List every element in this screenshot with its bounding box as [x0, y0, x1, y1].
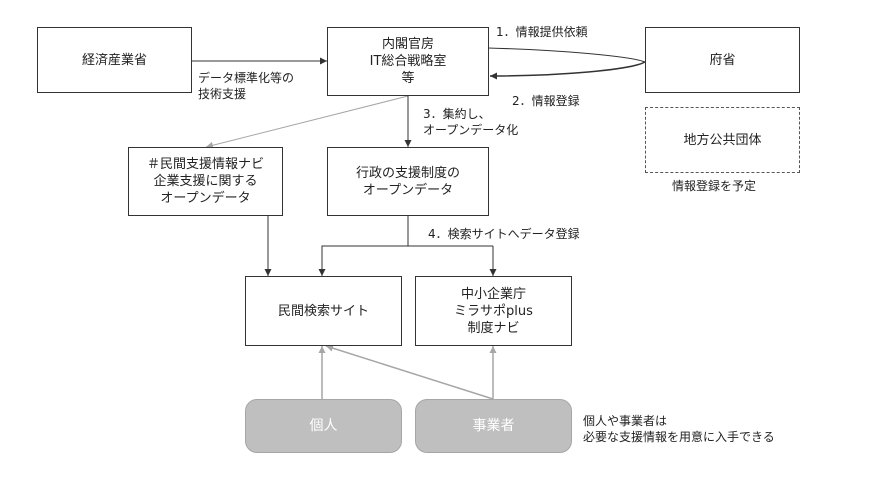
individual-box: 個人	[245, 399, 402, 453]
user-note-line-2: 必要な支援情報を用意に入手できる	[583, 430, 775, 444]
meti-box: 経済産業省	[37, 27, 192, 93]
local-gov-label: 地方公共団体	[683, 132, 762, 148]
connector-admin-split	[318, 216, 409, 276]
admin-support-box: 行政の支援制度の オープンデータ	[327, 147, 489, 216]
meti-label: 経済産業省	[81, 52, 147, 68]
sme-agency-box: 中小企業庁 ミラサポplus 制度ナビ	[415, 276, 572, 346]
business-label: 事業者	[472, 417, 515, 434]
admin-support-line-2: オープンデータ	[362, 182, 454, 198]
tech-support-line-1: データ標準化等の	[198, 71, 295, 85]
cabinet-line-1: 内閣官房	[381, 37, 434, 52]
admin-support-line-1: 行政の支援制度の	[355, 165, 460, 181]
arrow-request-to-ministries	[487, 47, 646, 63]
private-info-box: ＃民間支援情報ナビ 企業支援に関する オープンデータ	[128, 147, 283, 216]
step4-label: 4．検索サイトへデータ登録	[428, 227, 580, 241]
sme-agency-line-2: ミラサポplus	[454, 303, 533, 319]
private-info-line-2: 企業支援に関する	[153, 174, 258, 189]
cabinet-line-2: IT総合戦略室	[369, 54, 447, 69]
tech-support-label: データ標準化等の 技術支援	[198, 70, 294, 102]
arrow-business-to-search	[325, 344, 494, 400]
ministries-box: 府省	[645, 27, 800, 93]
business-box: 事業者	[415, 399, 572, 453]
ministries-label: 府省	[709, 52, 736, 68]
arrow-cabinet-to-private-info	[205, 95, 409, 149]
private-search-label: 民間検索サイト	[277, 303, 369, 319]
sme-agency-line-1: 中小企業庁	[460, 286, 526, 302]
individual-label: 個人	[309, 417, 338, 434]
tech-support-line-2: 技術支援	[198, 87, 247, 101]
private-info-line-1: ＃民間支援情報ナビ	[146, 157, 264, 172]
step1-label: 1．情報提供依頼	[496, 25, 588, 39]
local-gov-note: 情報登録を予定	[672, 179, 757, 193]
private-info-line-3: オープンデータ	[160, 191, 251, 206]
step2-label: 2．情報登録	[512, 94, 580, 108]
arrow-register-from-ministries	[489, 61, 646, 80]
user-note: 個人や事業者は 必要な支援情報を用意に入手できる	[583, 413, 775, 445]
user-note-line-1: 個人や事業者は	[583, 414, 668, 428]
step3-line-2: オープンデータ化	[423, 123, 519, 137]
cabinet-box: 内閣官房 IT総合戦略室 等	[327, 27, 489, 96]
cabinet-line-3: 等	[401, 71, 415, 86]
sme-agency-line-3: 制度ナビ	[467, 320, 520, 336]
local-gov-box: 地方公共団体	[645, 107, 800, 173]
step3-line-1: 3．集約し、	[423, 107, 491, 121]
step3-label: 3．集約し、 オープンデータ化	[423, 106, 518, 138]
private-search-box: 民間検索サイト	[245, 276, 402, 346]
